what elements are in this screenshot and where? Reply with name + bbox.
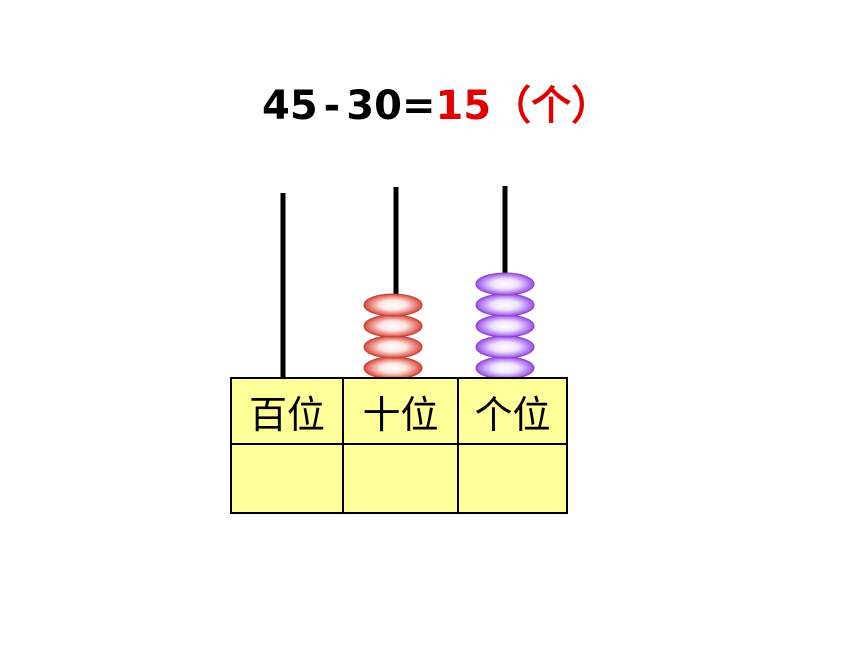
table-value-row bbox=[230, 443, 568, 514]
header-ones: 个位 bbox=[457, 377, 568, 445]
value-hundreds bbox=[230, 443, 344, 514]
result: 15 bbox=[435, 83, 492, 129]
ones-bead bbox=[475, 272, 535, 296]
minus-sign: - bbox=[323, 83, 341, 129]
minuend: 45 bbox=[262, 83, 318, 129]
place-value-table: 百位 十位 个位 bbox=[230, 377, 568, 514]
ones-bead bbox=[475, 293, 535, 317]
value-ones bbox=[457, 443, 568, 514]
ones-bead bbox=[475, 356, 535, 380]
tens-bead bbox=[363, 356, 423, 380]
header-hundreds: 百位 bbox=[230, 377, 344, 445]
header-tens: 十位 bbox=[342, 377, 459, 445]
table-header-row: 百位 十位 个位 bbox=[230, 377, 568, 445]
equation: 45-30=15（个） bbox=[262, 78, 611, 134]
equals-sign: = bbox=[401, 83, 436, 129]
subtrahend: 30 bbox=[346, 83, 402, 129]
tens-bead bbox=[363, 335, 423, 359]
ones-beads bbox=[475, 272, 535, 380]
ones-bead bbox=[475, 314, 535, 338]
tens-bead bbox=[363, 293, 423, 317]
result-unit: （个） bbox=[491, 83, 612, 129]
value-tens bbox=[342, 443, 459, 514]
tens-beads bbox=[363, 293, 423, 380]
ones-bead bbox=[475, 335, 535, 359]
tens-bead bbox=[363, 314, 423, 338]
